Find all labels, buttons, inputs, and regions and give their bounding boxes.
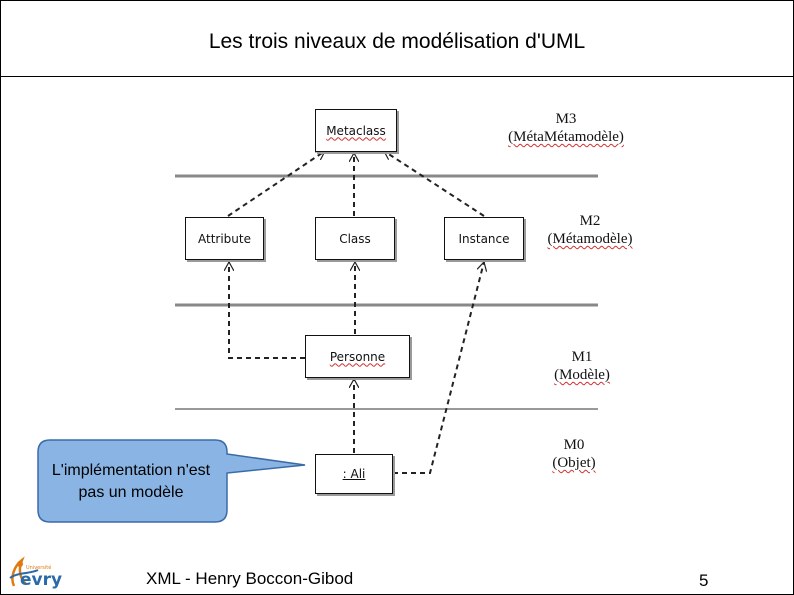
slide-title: Les trois niveaux de modélisation d'UML [208,30,586,53]
level-m2-label: (Métamodèle) [547,231,633,247]
ali-label: : Ali [342,467,366,481]
level-m0-label: (Objet) [552,455,596,471]
callout-bubble [37,439,306,523]
level-m3-label: (MétaMétamodèle) [508,129,624,145]
metaclass-label: Metaclass [326,123,386,138]
logo-brand-text: evry [20,570,63,590]
level-m0: M0 (Objet) [524,436,624,472]
arrow-attribute-to-metaclass [227,150,325,217]
personne-label: Personne [329,349,386,364]
level-m2-code: M2 [579,213,601,229]
footer-text: XML - Henry Boccon-Gibod [146,569,354,588]
level-m2: M2 (Métamodèle) [525,212,655,248]
class-label: Class [339,231,371,246]
attribute-box: Attribute [185,217,264,260]
level-m3: M3 (MétaMétamodèle) [496,110,636,146]
instance-label: Instance [458,231,510,246]
personne-box: Personne [305,335,410,378]
title-bar: Les trois niveaux de modélisation d'UML [1,1,793,77]
level-m0-code: M0 [563,437,585,453]
level-m1-label: (Modèle) [554,367,610,383]
logo: Université evry [6,556,66,592]
page-number: 5 [699,571,709,590]
universite-evry-logo [9,556,39,587]
arrow-ali-to-instance [393,262,484,474]
arrow-personne-to-attribute [229,262,305,359]
logo-small-text: Université [26,565,52,571]
level-m3-code: M3 [555,111,577,127]
instance-box: Instance [444,217,524,260]
ali-box: : Ali [315,454,393,494]
level-m1-code: M1 [571,349,593,365]
callout-text: L'implémentation n'est pas un modèle [51,462,211,501]
level-m1: M1 (Modèle) [532,348,632,384]
metaclass-box: Metaclass [315,109,397,152]
attribute-label: Attribute [198,231,251,246]
class-box: Class [315,217,395,260]
arrow-instance-to-metaclass [384,150,485,217]
